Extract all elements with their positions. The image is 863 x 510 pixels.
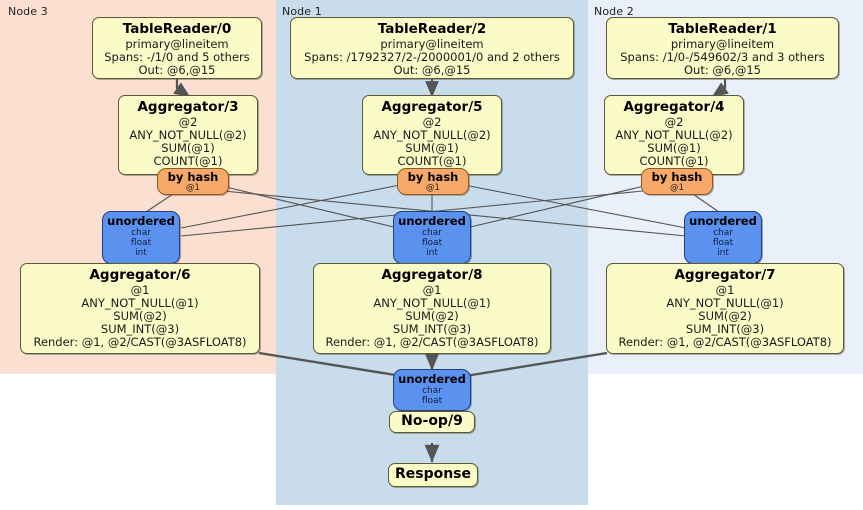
node-panel-label-node3: Node 3 [8, 5, 48, 18]
processor-noop-9[interactable]: No-op/9 [389, 411, 475, 433]
processor-title: Aggregator/4 [623, 99, 725, 115]
sync-type: float [421, 395, 443, 406]
sync-type: char [422, 385, 442, 396]
processor-line: SUM(@2) [405, 308, 459, 323]
sync-title: unordered [398, 372, 466, 386]
router-title: by hash [651, 170, 703, 184]
sync-type: float [712, 237, 734, 248]
processor-line: @2 [664, 115, 684, 130]
processor-line: Render: @1, @2/CAST(@3ASFLOAT8) [325, 334, 539, 349]
sync-type: float [130, 237, 152, 248]
router-hash-center[interactable]: by hash @1 [397, 168, 469, 195]
router-detail: @1 [426, 182, 440, 193]
processor-line: COUNT(@1) [397, 153, 467, 168]
processor-line: COUNT(@1) [639, 153, 709, 168]
processor-line: primary@lineitem [670, 37, 775, 52]
sync-type: int [426, 248, 438, 259]
processor-line: SUM(@2) [113, 308, 167, 323]
sync-type: char [713, 227, 733, 238]
sync-type: int [717, 248, 729, 259]
processor-line: ANY_NOT_NULL(@2) [373, 127, 491, 142]
processor-line: SUM_INT(@3) [685, 321, 765, 336]
sync-title: unordered [107, 214, 175, 228]
sync-title: unordered [689, 214, 757, 228]
processor-title: TableReader/1 [668, 21, 777, 37]
processor-line: @2 [178, 115, 198, 130]
processor-line: Spans: /1792327/2-/2000001/0 and 2 other… [304, 49, 560, 64]
processor-line: Render: @1, @2/CAST(@3ASFLOAT8) [618, 334, 832, 349]
router-detail: @1 [186, 182, 200, 193]
processor-title: Aggregator/8 [381, 267, 483, 283]
processor-line: @1 [130, 283, 150, 298]
node-panel-label-node1: Node 1 [282, 5, 322, 18]
processor-table-reader-0[interactable]: TableReader/0 primary@lineitem Spans: -/… [92, 17, 262, 79]
processor-title: No-op/9 [401, 413, 463, 429]
router-detail: @1 [670, 182, 684, 193]
processor-response[interactable]: Response [388, 463, 478, 487]
sync-unordered-final[interactable]: unordered char float [393, 369, 471, 411]
processor-line: @1 [715, 283, 735, 298]
processor-line: ANY_NOT_NULL(@1) [666, 295, 784, 310]
sync-type: char [131, 227, 151, 238]
processor-aggregator-5[interactable]: Aggregator/5 @2 ANY_NOT_NULL(@2) SUM(@1)… [362, 95, 502, 175]
processor-line: Render: @1, @2/CAST(@3ASFLOAT8) [33, 334, 247, 349]
sync-type: char [422, 227, 442, 238]
processor-line: SUM(@1) [405, 140, 459, 155]
processor-line: ANY_NOT_NULL(@2) [615, 127, 733, 142]
node-panel-label-node2: Node 2 [594, 5, 634, 18]
processor-aggregator-8[interactable]: Aggregator/8 @1 ANY_NOT_NULL(@1) SUM(@2)… [313, 263, 551, 354]
router-title: by hash [407, 170, 459, 184]
processor-title: TableReader/0 [122, 21, 232, 37]
processor-line: ANY_NOT_NULL(@2) [129, 127, 247, 142]
processor-title: TableReader/2 [377, 21, 487, 37]
processor-line: Out: @6,@15 [684, 62, 761, 77]
sync-unordered-center[interactable]: unordered char float int [393, 211, 471, 264]
processor-table-reader-2[interactable]: TableReader/2 primary@lineitem Spans: /1… [290, 17, 574, 79]
sync-unordered-right[interactable]: unordered char float int [684, 211, 762, 264]
processor-line: Out: @6,@15 [393, 62, 471, 77]
processor-line: Spans: /1/0-/549602/3 and 3 others [620, 49, 825, 64]
router-title: by hash [167, 170, 219, 184]
processor-table-reader-1[interactable]: TableReader/1 primary@lineitem Spans: /1… [606, 17, 839, 79]
processor-line: Spans: -/1/0 and 5 others [104, 49, 250, 64]
processor-aggregator-4[interactable]: Aggregator/4 @2 ANY_NOT_NULL(@2) SUM(@1)… [604, 95, 744, 175]
processor-aggregator-7[interactable]: Aggregator/7 @1 ANY_NOT_NULL(@1) SUM(@2)… [606, 263, 844, 354]
processor-line: SUM(@2) [698, 308, 752, 323]
router-hash-left[interactable]: by hash @1 [157, 168, 229, 195]
processor-line: SUM(@1) [647, 140, 701, 155]
processor-line: ANY_NOT_NULL(@1) [81, 295, 199, 310]
processor-line: SUM(@1) [161, 140, 215, 155]
processor-title: Aggregator/7 [674, 267, 776, 283]
processor-line: @1 [422, 283, 442, 298]
processor-line: SUM_INT(@3) [100, 321, 180, 336]
router-hash-right[interactable]: by hash @1 [641, 168, 713, 195]
sync-title: unordered [398, 214, 466, 228]
processor-title: Aggregator/6 [89, 267, 191, 283]
processor-aggregator-3[interactable]: Aggregator/3 @2 ANY_NOT_NULL(@2) SUM(@1)… [118, 95, 258, 175]
processor-title: Aggregator/3 [137, 99, 239, 115]
sync-type: int [135, 248, 147, 259]
processor-line: COUNT(@1) [153, 153, 223, 168]
processor-aggregator-6[interactable]: Aggregator/6 @1 ANY_NOT_NULL(@1) SUM(@2)… [20, 263, 260, 354]
processor-title: Aggregator/5 [381, 99, 483, 115]
processor-line: primary@lineitem [380, 37, 484, 52]
processor-line: Out: @6,@15 [138, 62, 216, 77]
processor-line: ANY_NOT_NULL(@1) [373, 295, 491, 310]
processor-line: SUM_INT(@3) [392, 321, 472, 336]
processor-line: primary@lineitem [125, 37, 229, 52]
sync-type: float [421, 237, 443, 248]
processor-title: Response [394, 466, 472, 482]
sync-unordered-left[interactable]: unordered char float int [102, 211, 180, 264]
processor-line: @2 [422, 115, 442, 130]
